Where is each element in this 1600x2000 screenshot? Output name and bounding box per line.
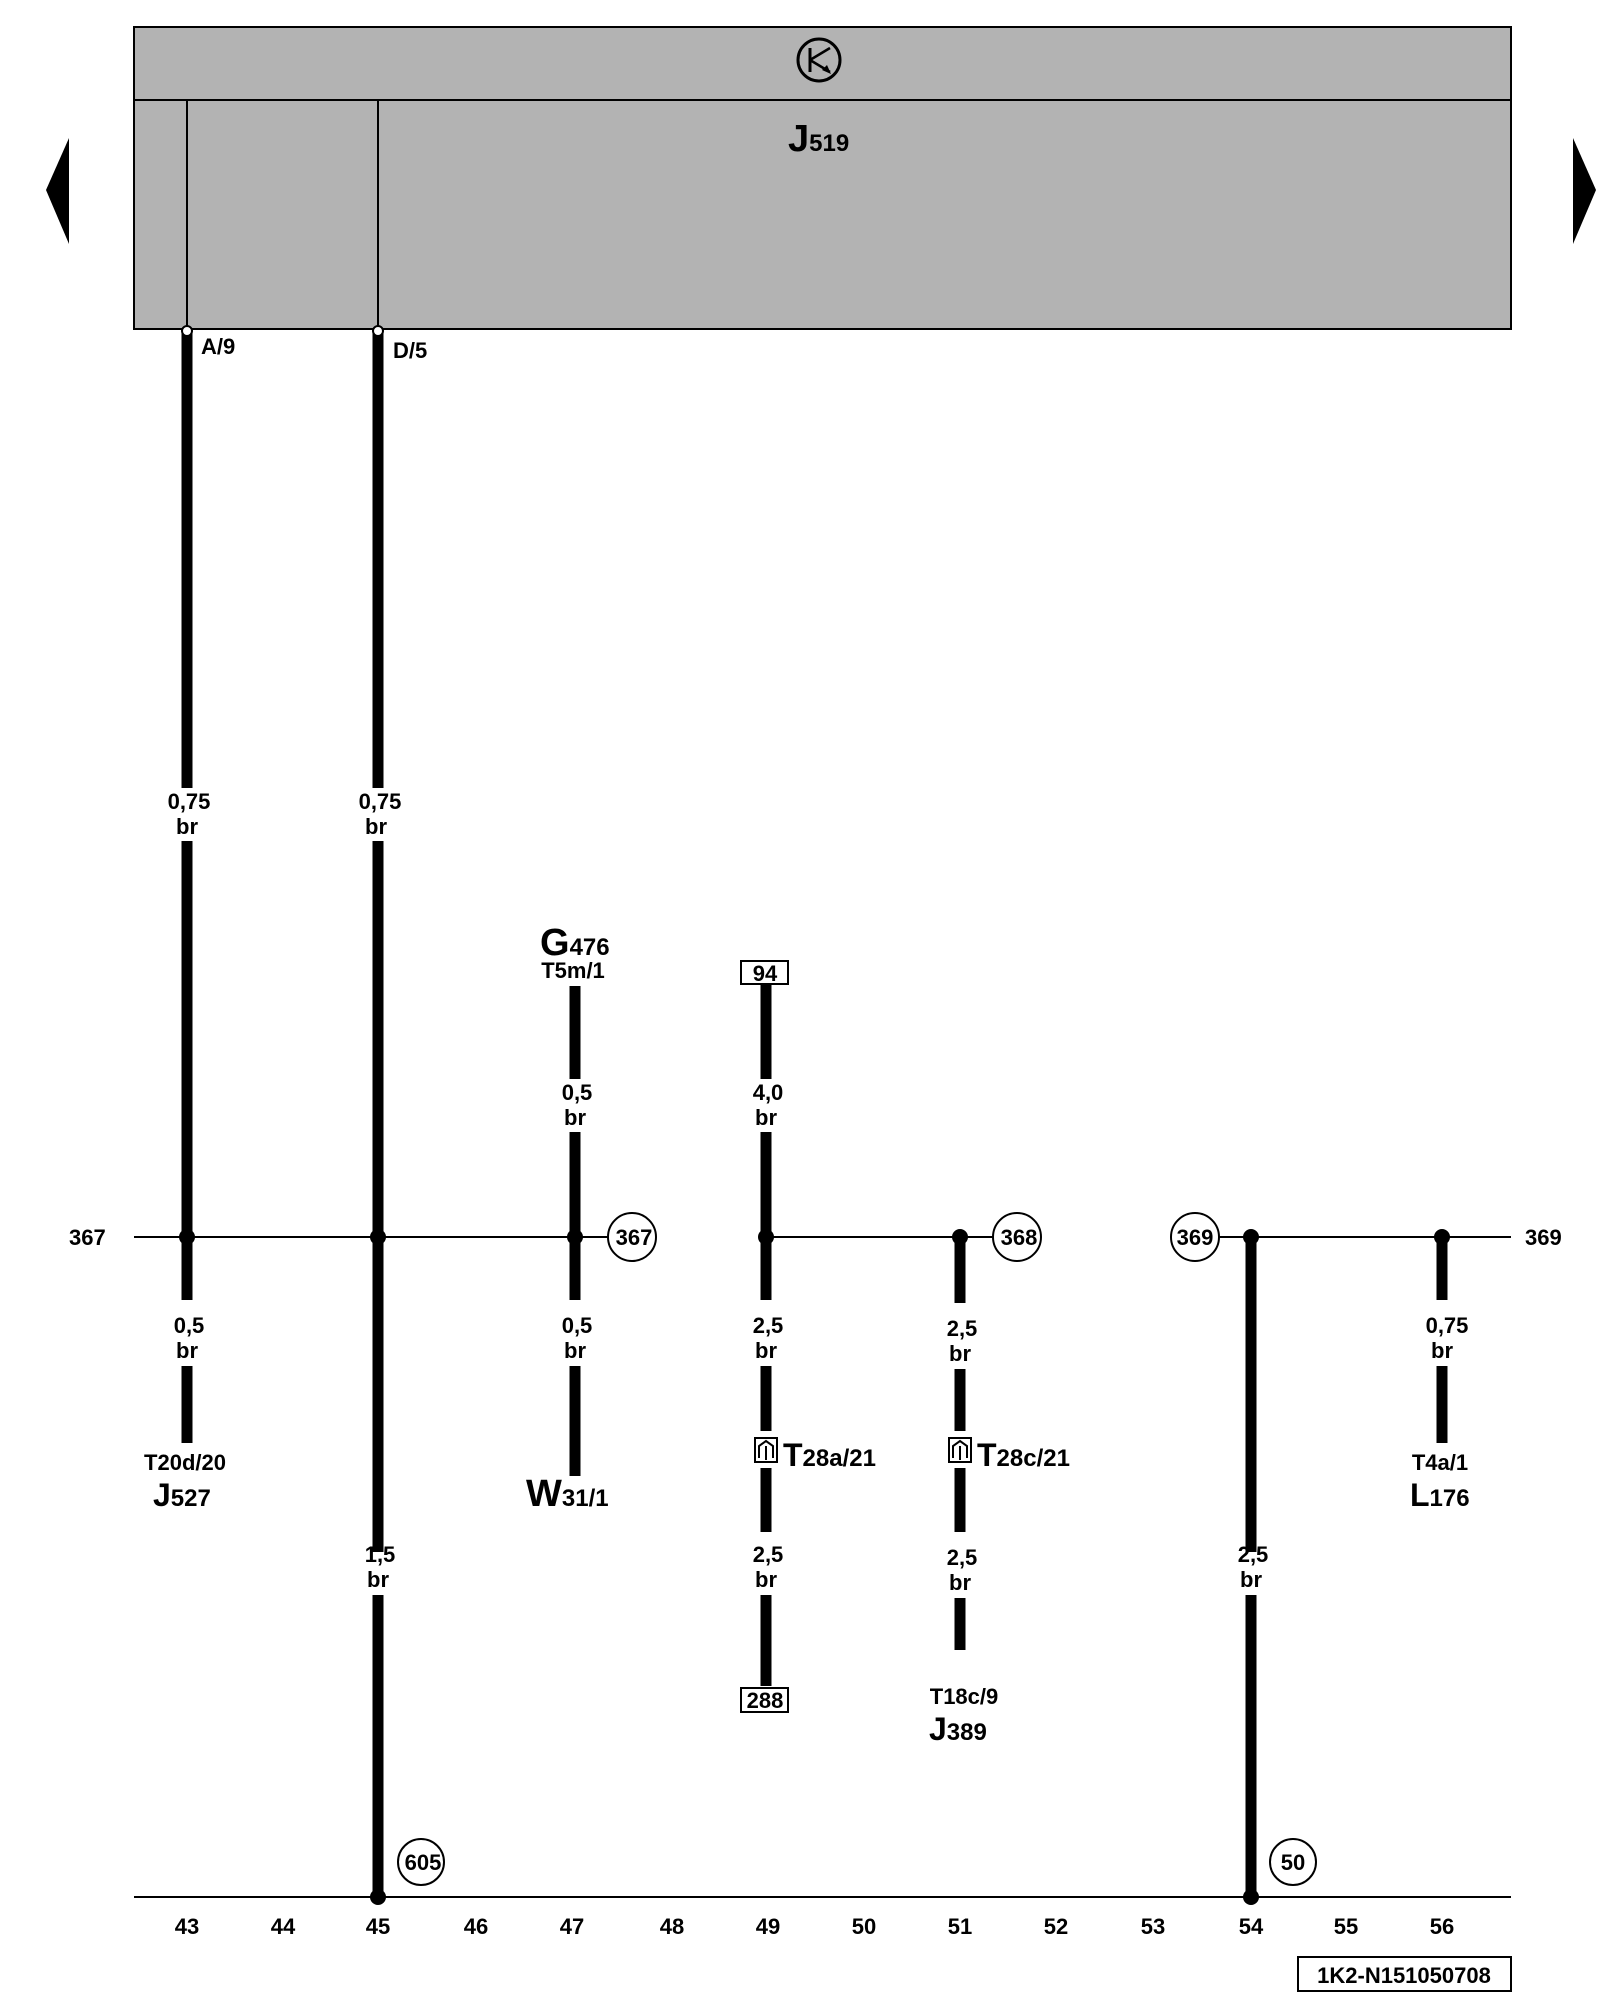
track-number: 53 bbox=[1141, 1914, 1165, 1939]
wire-color-label: br bbox=[176, 814, 198, 839]
wire-segments bbox=[181, 333, 1448, 1897]
wire-color-label: br bbox=[564, 1338, 586, 1363]
wire-size-label: 2,5 bbox=[1238, 1542, 1269, 1567]
wire-color-label: br bbox=[176, 1338, 198, 1363]
track-numbers: 43 44 45 46 47 48 49 50 51 52 53 54 55 56 bbox=[175, 1914, 1454, 1939]
nav-prev-icon[interactable] bbox=[46, 138, 69, 244]
wire-color-label: br bbox=[755, 1105, 777, 1130]
junction-dot bbox=[758, 1229, 774, 1245]
wire-color-label: br bbox=[564, 1105, 586, 1130]
junction-dot bbox=[370, 1229, 386, 1245]
nav-next-icon[interactable] bbox=[1573, 138, 1596, 244]
connector-icon bbox=[948, 1437, 972, 1463]
track-number: 46 bbox=[464, 1914, 488, 1939]
junction-dot bbox=[179, 1229, 195, 1245]
component-label-j389: J389 bbox=[929, 1711, 987, 1747]
wire-color-label: br bbox=[755, 1338, 777, 1363]
connector-pin-label: T4a/1 bbox=[1412, 1450, 1468, 1475]
track-number: 49 bbox=[756, 1914, 780, 1939]
ref-circle bbox=[1269, 1838, 1317, 1886]
wire-size-label: 2,5 bbox=[753, 1542, 784, 1567]
track-number: 48 bbox=[660, 1914, 684, 1939]
junction-dot bbox=[1434, 1229, 1450, 1245]
connector-icon bbox=[754, 1437, 778, 1463]
circle-ref-labels: 367 368 369 605 50 bbox=[405, 1225, 1306, 1875]
wire-color-label: br bbox=[949, 1341, 971, 1366]
ref-circle bbox=[992, 1212, 1042, 1262]
diagram-code: 1K2-N151050708 bbox=[1317, 1963, 1491, 1988]
track-number: 45 bbox=[366, 1914, 390, 1939]
track-number: 50 bbox=[852, 1914, 876, 1939]
component-label-l176: L176 bbox=[1410, 1477, 1470, 1513]
junction-dot bbox=[1243, 1889, 1259, 1905]
connector-label-t28a: T28a/21 bbox=[783, 1437, 876, 1473]
ref-box[interactable] bbox=[740, 1687, 789, 1713]
wire-color-label: br bbox=[367, 1567, 389, 1592]
wire-color-label: br bbox=[1240, 1567, 1262, 1592]
track-number: 56 bbox=[1430, 1914, 1454, 1939]
component-label-j527: J527 bbox=[153, 1477, 211, 1513]
track-number: 55 bbox=[1334, 1914, 1358, 1939]
component-label-g476: G476 bbox=[540, 922, 610, 964]
ref-box[interactable] bbox=[740, 960, 789, 985]
track-number: 44 bbox=[271, 1914, 296, 1939]
wire-labels: 0,75 br 0,75 br 0,5 br 1,5 br 0,5 br 0,5… bbox=[168, 789, 1469, 1595]
wire-size-label: 0,75 bbox=[359, 789, 402, 814]
pin-label: A/9 bbox=[201, 334, 235, 359]
wire-color-label: br bbox=[755, 1567, 777, 1592]
wire-size-label: 0,5 bbox=[562, 1313, 593, 1338]
connector-pin-label: T18c/9 bbox=[930, 1684, 999, 1709]
ref-circle-label: 367 bbox=[616, 1225, 653, 1250]
junction-dots bbox=[179, 1229, 1450, 1905]
ref-circle-label: 369 bbox=[1177, 1225, 1214, 1250]
ref-circle bbox=[1170, 1212, 1220, 1262]
track-number: 47 bbox=[560, 1914, 584, 1939]
track-number: 54 bbox=[1239, 1914, 1264, 1939]
circle-refs[interactable] bbox=[397, 1212, 1317, 1886]
ref-circle-label: 368 bbox=[1001, 1225, 1038, 1250]
wire-size-label: 0,75 bbox=[168, 789, 211, 814]
component-label-w31: W31/1 bbox=[526, 1473, 609, 1515]
ref-box-label: 288 bbox=[747, 1688, 784, 1713]
ref-box-label: 94 bbox=[753, 961, 778, 986]
ref-circle bbox=[397, 1838, 445, 1886]
track-number: 51 bbox=[948, 1914, 972, 1939]
junction-dot bbox=[370, 1889, 386, 1905]
pin-marker bbox=[372, 325, 384, 337]
connector-pin-label: T20d/20 bbox=[144, 1450, 226, 1475]
junction-dot bbox=[952, 1229, 968, 1245]
ref-circle-label: 50 bbox=[1281, 1850, 1305, 1875]
wire-size-label: 0,75 bbox=[1426, 1313, 1469, 1338]
connector-label-t28c: T28c/21 bbox=[977, 1437, 1070, 1473]
ref-circle bbox=[607, 1212, 657, 1262]
wire-size-label: 0,5 bbox=[174, 1313, 205, 1338]
junction-dot bbox=[567, 1229, 583, 1245]
module-label: J519 bbox=[788, 118, 849, 160]
wire-color-label: br bbox=[1431, 1338, 1453, 1363]
ref-circle-label: 605 bbox=[405, 1850, 442, 1875]
track-number: 43 bbox=[175, 1914, 199, 1939]
wire-size-label: 2,5 bbox=[947, 1316, 978, 1341]
junction-dot bbox=[1243, 1229, 1259, 1245]
bus-ref-label: 367 bbox=[69, 1225, 106, 1250]
wire-color-label: br bbox=[365, 814, 387, 839]
wire-size-label: 1,5 bbox=[365, 1542, 396, 1567]
wire-size-label: 2,5 bbox=[947, 1545, 978, 1570]
ground-symbol-icon bbox=[796, 37, 842, 83]
wire-size-label: 2,5 bbox=[753, 1313, 784, 1338]
pin-marker bbox=[181, 325, 193, 337]
track-number: 52 bbox=[1044, 1914, 1068, 1939]
connector-pin-label: T5m/1 bbox=[541, 958, 605, 983]
wire-size-label: 0,5 bbox=[562, 1080, 593, 1105]
bus-ref-label: 369 bbox=[1525, 1225, 1562, 1250]
pin-label: D/5 bbox=[393, 338, 427, 363]
diagram-code-box bbox=[1297, 1956, 1512, 1992]
control-module-box bbox=[133, 26, 1512, 330]
wire-color-label: br bbox=[949, 1570, 971, 1595]
wire-size-label: 4,0 bbox=[753, 1080, 784, 1105]
